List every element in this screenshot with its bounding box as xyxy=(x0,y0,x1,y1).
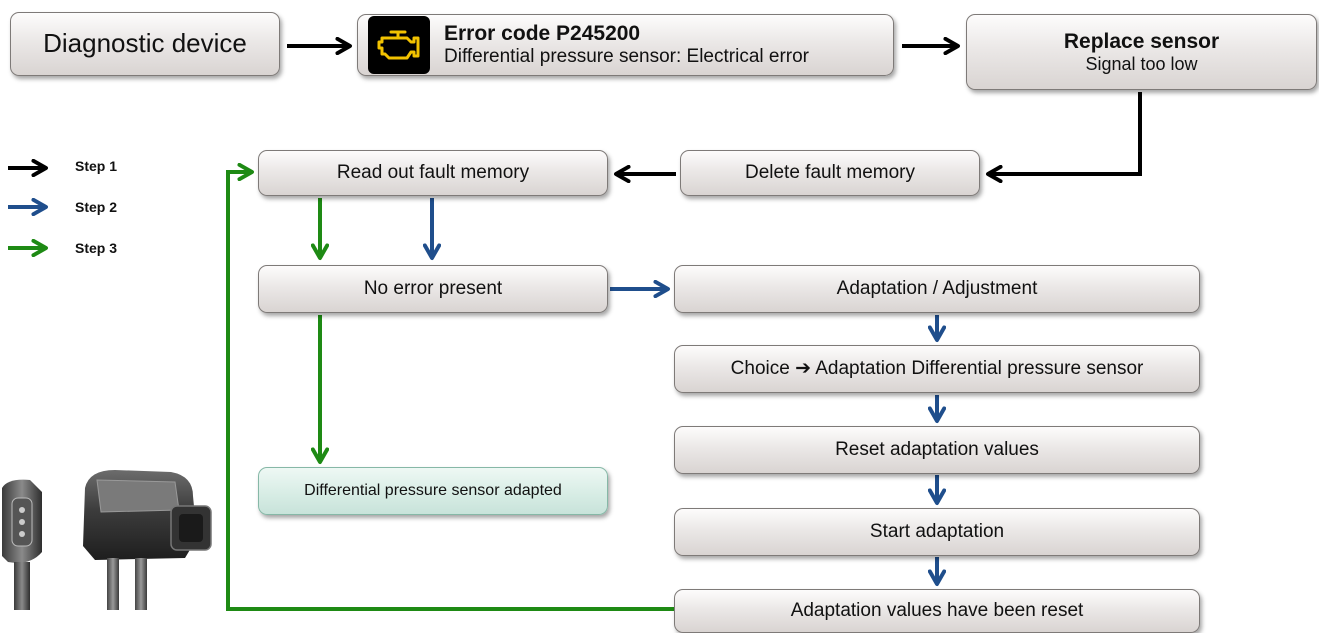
diagnostic-device-box: Diagnostic device xyxy=(10,12,280,76)
adaptation-values-reset-box: Adaptation values have been reset xyxy=(674,589,1200,633)
sensor-housing-image xyxy=(83,470,212,610)
choice-adaptation-label: Choice ➔ Adaptation Differential pressur… xyxy=(730,358,1144,380)
replace-sensor-box: Replace sensor Signal too low xyxy=(966,14,1317,90)
replace-sensor-subtitle: Signal too low xyxy=(1085,53,1198,74)
choice-adaptation-box: Choice ➔ Adaptation Differential pressur… xyxy=(674,345,1200,393)
legend-step1-label: Step 1 xyxy=(75,158,118,174)
start-adaptation-box: Start adaptation xyxy=(674,508,1200,556)
sensor-adapted-label: Differential pressure sensor adapted xyxy=(304,481,562,499)
legend-step2-label: Step 2 xyxy=(75,199,118,215)
replace-sensor-title: Replace sensor xyxy=(1063,29,1220,53)
arrow-replace-to-delete xyxy=(988,92,1142,174)
error-code-title: Error code P245200 xyxy=(444,22,641,45)
no-error-present-label: No error present xyxy=(363,278,503,300)
start-adaptation-label: Start adaptation xyxy=(869,521,1005,543)
reset-adaptation-values-box: Reset adaptation values xyxy=(674,426,1200,474)
delete-fault-memory-box: Delete fault memory xyxy=(680,150,980,196)
no-error-present-box: No error present xyxy=(258,265,608,313)
diagnostic-device-label: Diagnostic device xyxy=(43,28,247,59)
error-code-box: Error code P245200 Differential pressure… xyxy=(357,14,894,76)
check-engine-icon xyxy=(368,16,430,74)
adaptation-adjustment-label: Adaptation / Adjustment xyxy=(836,278,1038,300)
adaptation-adjustment-box: Adaptation / Adjustment xyxy=(674,265,1200,313)
sensor-connector-image xyxy=(2,479,42,610)
sensor-adapted-box: Differential pressure sensor adapted xyxy=(258,467,608,515)
legend-step3-label: Step 3 xyxy=(75,240,118,256)
reset-adaptation-values-label: Reset adaptation values xyxy=(835,439,1039,461)
read-out-fault-memory-label: Read out fault memory xyxy=(336,162,530,184)
arrow-valuesreset-loop-to-readout xyxy=(226,172,674,611)
adaptation-values-reset-label: Adaptation values have been reset xyxy=(790,600,1084,622)
read-out-fault-memory-box: Read out fault memory xyxy=(258,150,608,196)
delete-fault-memory-label: Delete fault memory xyxy=(744,162,915,184)
error-code-description: Differential pressure sensor: Electrical… xyxy=(444,46,810,68)
